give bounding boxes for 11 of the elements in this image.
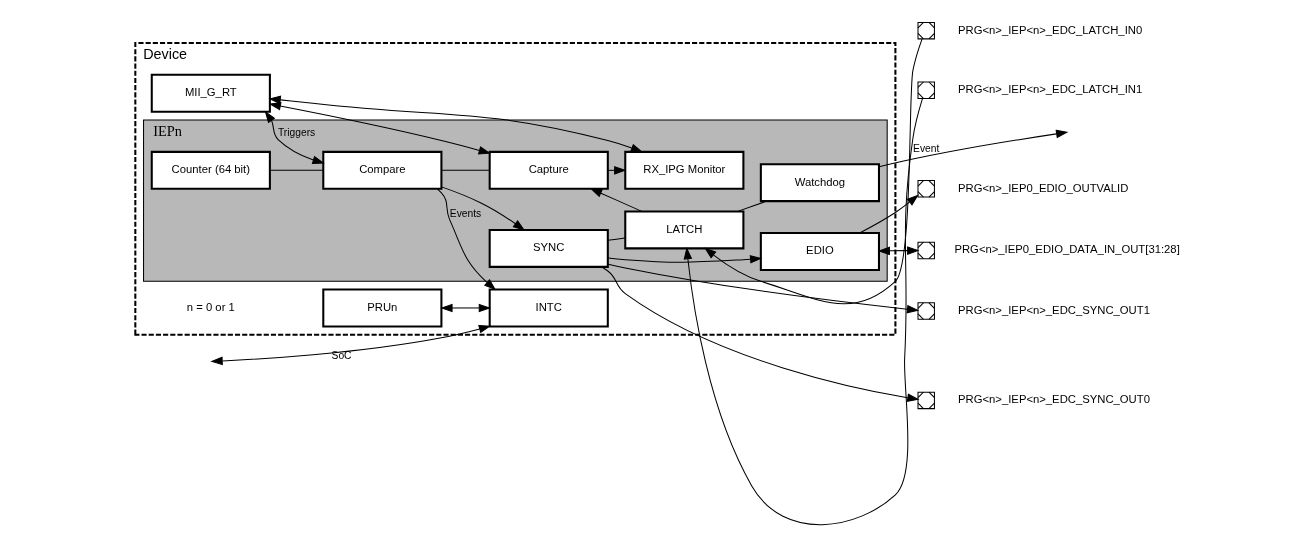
node-label: PRG<n>_IEP0_EDIO_DATA_IN_OUT[31:28] <box>954 243 1180 256</box>
edge-label: Event <box>913 142 940 154</box>
node-label: PRG<n>_IEP0_EDIO_OUTVALID <box>958 181 1129 194</box>
node-label: PRG<n>_IEP<n>_EDC_SYNC_OUT1 <box>958 303 1150 316</box>
edge-label: SoC <box>331 350 352 362</box>
edge-label: Events <box>449 207 482 219</box>
node-label: PRG<n>_IEP<n>_EDC_LATCH_IN1 <box>958 83 1143 96</box>
edge-label: Triggers <box>277 127 316 139</box>
label: n = 0 or 1 <box>186 300 235 313</box>
node-label: PRG<n>_IEP<n>_EDC_SYNC_OUT0 <box>958 393 1150 406</box>
node-label: PRG<n>_IEP<n>_EDC_LATCH_IN0 <box>958 23 1143 36</box>
